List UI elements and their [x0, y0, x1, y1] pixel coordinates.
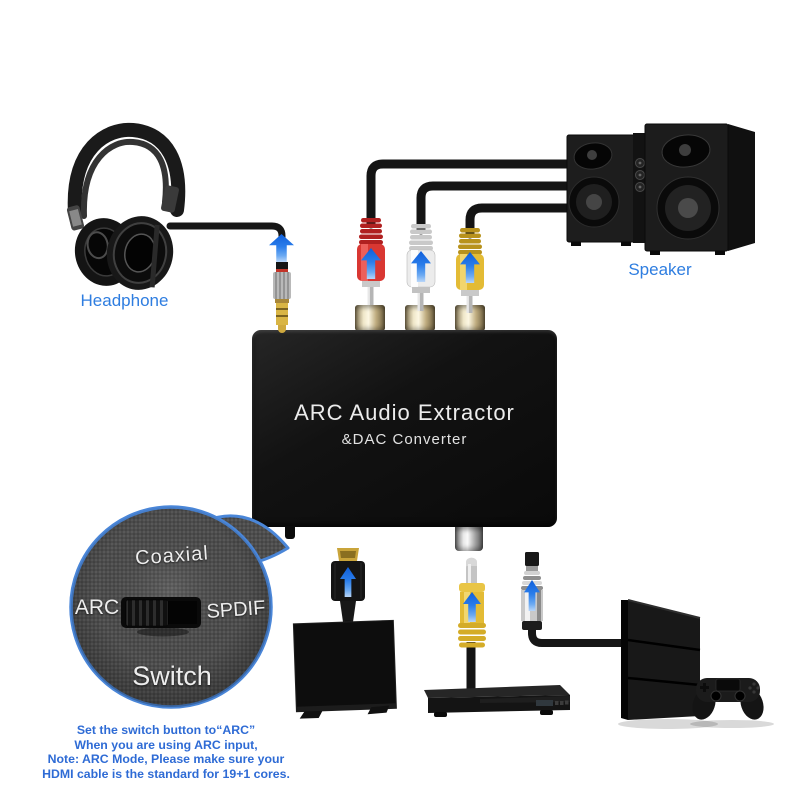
note-text: Set the switch button to“ARC” When you a… — [22, 723, 310, 781]
device-subtitle: &DAC Converter — [341, 431, 468, 448]
rca-input-jack-left — [355, 305, 385, 331]
note-line-1: Set the switch button to“ARC” — [76, 723, 256, 737]
speaker-label: Speaker — [628, 260, 692, 279]
note-line-2: When you are using ARC input, — [74, 737, 258, 752]
gamepad-illustration — [690, 678, 774, 728]
inset-label-arc: ARC — [74, 596, 120, 619]
dvd-player-illustration — [424, 685, 570, 717]
speakers-illustration — [566, 123, 755, 255]
device-box: ARC Audio Extractor &DAC Converter — [252, 330, 557, 539]
switch-tab — [285, 526, 295, 539]
note-line-4: HDMI cable is the standard for 19+1 core… — [42, 766, 290, 781]
headphone-jack-plug — [273, 262, 291, 333]
rca-plug-white — [406, 224, 436, 311]
headphones-illustration — [66, 122, 186, 290]
coaxial-rca-plug — [458, 557, 486, 648]
note-line-3: Note: ARC Mode, Please make sure your — [47, 752, 285, 767]
device-title: ARC Audio Extractor — [294, 400, 515, 425]
inset-label-switch: Switch — [132, 661, 212, 691]
switch-zoom-bubble — [69, 505, 290, 709]
headphone-label: Headphone — [80, 291, 169, 310]
tv-illustration — [292, 619, 397, 719]
ps4-console-illustration — [618, 599, 774, 729]
coaxial-output-jack — [455, 527, 483, 551]
